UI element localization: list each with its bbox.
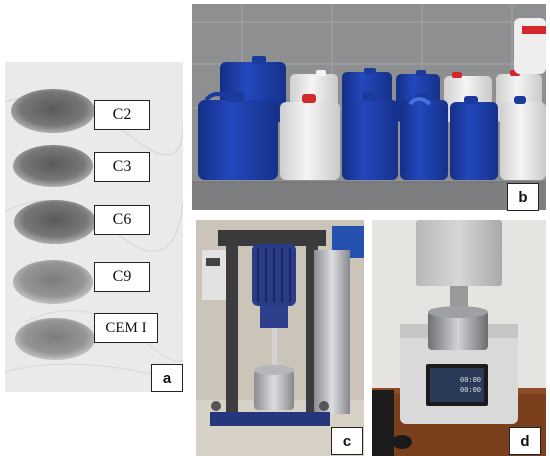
display-value-2: 00:00 (460, 387, 481, 395)
canister-photo (192, 4, 546, 210)
sample-label-c3: C3 (94, 152, 150, 182)
sample-pile-c3 (13, 145, 93, 187)
sample-label-c9: C9 (94, 262, 150, 292)
sample-pile-cem-i (15, 318, 95, 360)
rheometer-photo: 00:00 00:00 (372, 220, 546, 456)
panel-b-admixture-canisters (192, 4, 546, 210)
panel-tag-b: b (507, 183, 539, 211)
sample-pile-c6 (14, 200, 96, 244)
panel-c-mixer (196, 220, 364, 456)
display-value-1: 00:00 (460, 377, 481, 385)
sample-label-c2: C2 (94, 100, 150, 130)
sample-label-c6: C6 (94, 205, 150, 235)
sample-pile-c2 (11, 89, 95, 133)
panel-tag-a: a (151, 364, 183, 392)
panel-d-rheometer: 00:00 00:00 (372, 220, 546, 456)
sample-label-cem-i: CEM I (94, 313, 158, 343)
panel-tag-c: c (331, 427, 363, 455)
sample-pile-c9 (13, 260, 93, 304)
panel-tag-d: d (509, 427, 541, 455)
mixer-photo (196, 220, 364, 456)
